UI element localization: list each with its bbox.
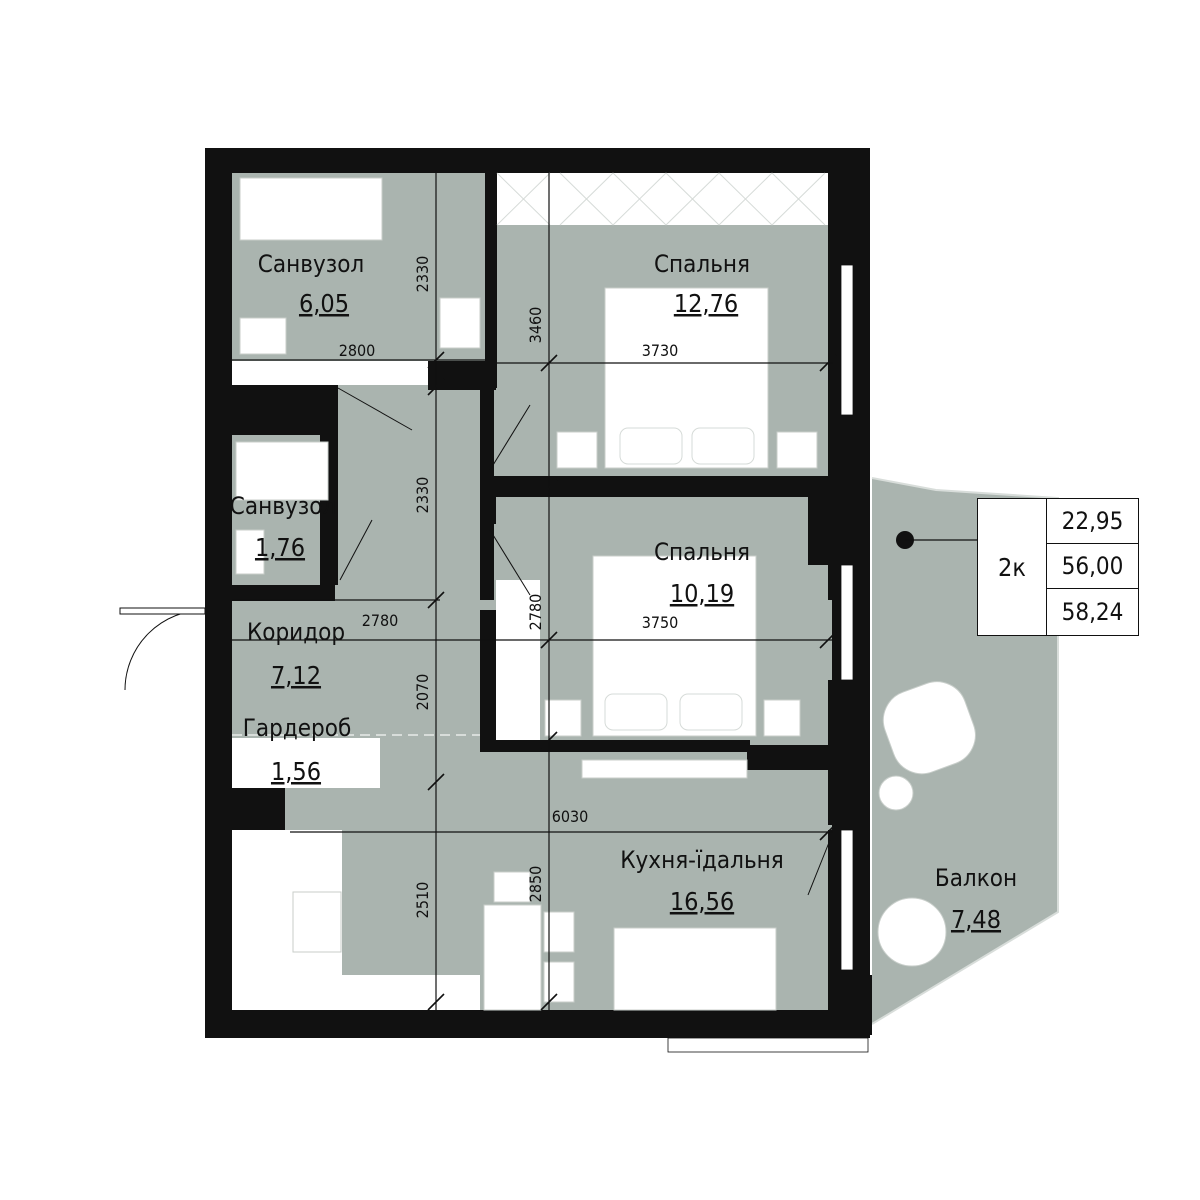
room-area: 10,19 [670,579,734,608]
kitchen-counter-2 [232,830,290,1010]
dimension-label: 2780 [362,611,399,630]
dimension-label: 2800 [339,341,376,360]
room-name: Спальня [654,538,750,566]
dining-table [483,904,542,1011]
room-area: 16,56 [670,887,734,916]
dimension-label: 2850 [526,866,545,903]
room-name: Коридор [247,618,345,646]
chair [493,871,531,903]
pillow [679,693,743,731]
wall [480,740,750,752]
pillow [619,427,683,465]
dimension-label: 2070 [413,674,432,711]
window [840,264,854,416]
dimension-label: 2330 [413,477,432,514]
wall [832,975,872,1035]
dimension-label: 2780 [526,594,545,631]
wall [808,492,870,565]
nightstand [776,431,818,469]
sink-2 [235,529,265,575]
pillow [604,693,668,731]
toilet [239,317,287,355]
kitchen-bottom-strip [285,975,480,1010]
plant [877,897,947,967]
wall [480,476,496,524]
wall [205,385,325,435]
wall [747,745,832,770]
wardrobe-bedroom-2 [496,580,540,740]
dimension-label: 3730 [642,341,679,360]
dimension-label: 3460 [526,307,545,344]
wall [205,585,335,601]
entrance-door-leaf [119,607,206,615]
room-name: Санвузол [258,250,364,278]
wall [485,150,497,388]
dimension-lines [232,170,837,1011]
apartment-summary-table: 2к 22,95 56,00 58,24 [977,498,1139,636]
pillow [691,427,755,465]
wall [828,420,870,495]
wall [480,476,832,494]
window [667,1037,869,1053]
wardrobe [232,738,380,788]
room-name: Балкон [935,864,1017,892]
room-area: 1,76 [255,533,305,562]
closet-hatch [496,172,826,226]
room-name: Гардероб [243,714,352,742]
door [807,839,831,896]
window [840,564,854,681]
closet-bedroom-1 [497,173,828,225]
door [339,519,373,581]
nightstand [556,431,598,469]
side-table [878,775,914,811]
dimension-label: 6030 [552,807,589,826]
wall [480,610,496,750]
bed-1 [604,287,769,469]
room-area: 12,76 [674,289,738,318]
room-area: 1,56 [271,757,321,786]
room-area: 7,12 [271,661,321,690]
wall [828,680,870,825]
room-name: Кухня-їдальня [620,846,784,874]
bed-2 [592,555,757,737]
room-area: 6,05 [299,289,349,318]
bathtub [239,177,383,241]
entrance-door-swing [124,609,206,691]
room-name: Санвузол [230,492,336,520]
tv-stand [581,759,748,779]
door [489,529,531,596]
window [840,829,854,971]
living-area: 22,95 [1047,499,1138,544]
dimension-label: 3750 [642,613,679,632]
room-name: Спальня [654,250,750,278]
total-area-with-balcony: 58,24 [1061,598,1124,626]
nightstand [763,699,801,737]
stove [292,891,342,953]
apartment-type: 2к [978,499,1047,635]
armchair [882,681,976,775]
door [489,404,531,471]
wall [428,378,496,390]
hall-strip [232,361,428,385]
total-area: 56,00 [1047,544,1138,589]
nightstand [544,699,582,737]
room-area: 7,48 [951,905,1001,934]
sink [439,297,481,349]
shower [235,441,329,501]
dimension-label: 2510 [413,882,432,919]
door [337,387,413,431]
sofa [613,927,777,1011]
dimension-label: 2330 [413,256,432,293]
